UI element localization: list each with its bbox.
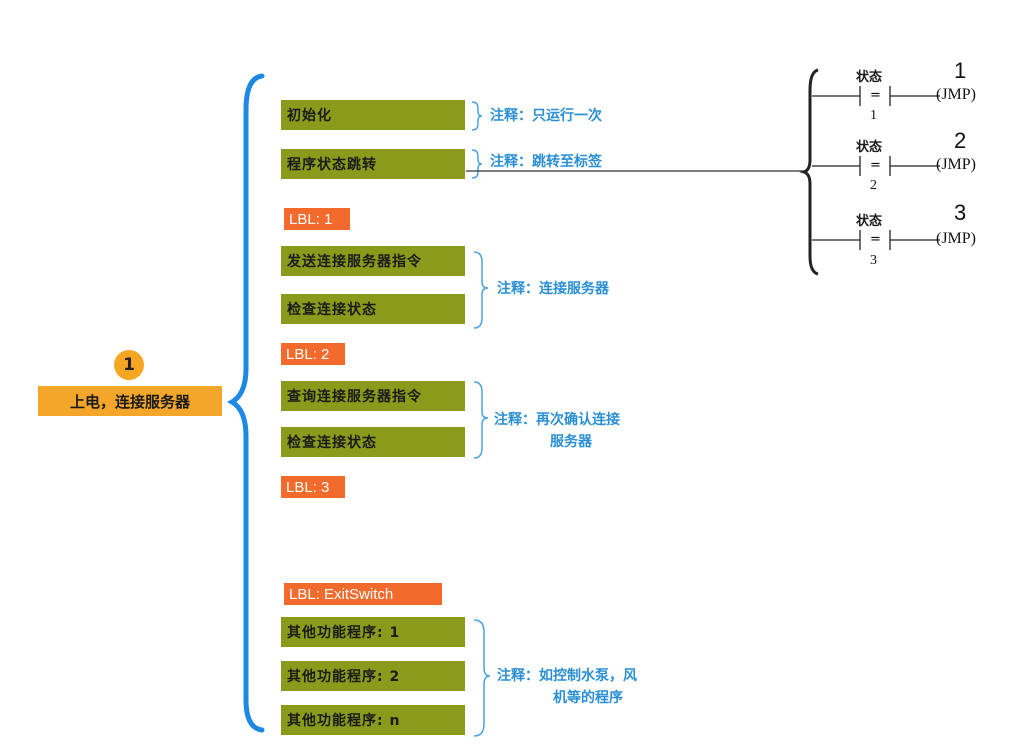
branch-3-value: 3 xyxy=(870,253,877,268)
brace-connect xyxy=(473,251,489,329)
branch-3-operator: = xyxy=(870,232,881,247)
step-query-connect[interactable]: 查询连接服务器指令 xyxy=(281,381,465,411)
branch-1-state-label: 状态 xyxy=(856,70,883,85)
step-other-2[interactable]: 其他功能程序: 2 xyxy=(281,661,465,691)
note-init: 注释：只运行一次 xyxy=(490,108,602,124)
note-confirm-line2: 服务器 xyxy=(550,434,592,450)
step-state-jump[interactable]: 程序状态跳转 xyxy=(281,149,465,179)
branch-2-action: (JMP) xyxy=(936,156,977,173)
branch-3-state-label: 状态 xyxy=(856,214,883,229)
note-jump: 注释：跳转至标签 xyxy=(490,154,602,170)
branch-1-target: 1 xyxy=(954,58,967,83)
rung-2 xyxy=(812,156,940,176)
root-number-badge: 1 xyxy=(114,350,144,380)
branch-3-action: (JMP) xyxy=(936,230,977,247)
branch-2-value: 2 xyxy=(870,178,877,193)
branch-2-target: 2 xyxy=(954,128,967,153)
note-other-line2: 机等的程序 xyxy=(553,690,623,706)
root-node[interactable]: 上电，连接服务器 xyxy=(38,386,222,416)
brace-init xyxy=(471,101,483,131)
step-other-n[interactable]: 其他功能程序: n xyxy=(281,705,465,735)
step-other-1[interactable]: 其他功能程序: 1 xyxy=(281,617,465,647)
note-confirm-line1: 注释：再次确认连接 xyxy=(494,412,620,428)
note-connect: 注释：连接服务器 xyxy=(497,281,609,297)
branch-1-operator: = xyxy=(870,88,881,103)
branch-2-operator: = xyxy=(870,158,881,173)
note-other: 注释：如控制水泵，风 机等的程序 xyxy=(497,665,637,709)
note-other-line1: 注释：如控制水泵，风 xyxy=(497,668,637,684)
main-brace xyxy=(226,73,265,733)
brace-confirm xyxy=(473,381,489,459)
rung-1 xyxy=(812,86,940,106)
jump-bracket xyxy=(799,68,819,276)
branch-1-action: (JMP) xyxy=(936,86,977,103)
step-init[interactable]: 初始化 xyxy=(281,100,465,130)
label-lbl-3: LBL: 3 xyxy=(281,476,345,498)
step-send-connect[interactable]: 发送连接服务器指令 xyxy=(281,246,465,276)
note-confirm: 注释：再次确认连接 服务器 xyxy=(494,409,620,453)
label-lbl-1: LBL: 1 xyxy=(284,208,350,230)
step-check-connect-2[interactable]: 检查连接状态 xyxy=(281,427,465,457)
label-lbl-2: LBL: 2 xyxy=(281,343,345,365)
branch-2-state-label: 状态 xyxy=(856,140,883,155)
label-lbl-exitswitch: LBL: ExitSwitch xyxy=(284,583,442,605)
brace-other xyxy=(473,619,491,737)
brace-jump xyxy=(471,149,483,179)
step-check-connect-1[interactable]: 检查连接状态 xyxy=(281,294,465,324)
branch-3-target: 3 xyxy=(954,200,967,225)
root-label: 上电，连接服务器 xyxy=(69,392,190,411)
branch-1-value: 1 xyxy=(870,108,877,123)
rung-3 xyxy=(812,230,940,250)
